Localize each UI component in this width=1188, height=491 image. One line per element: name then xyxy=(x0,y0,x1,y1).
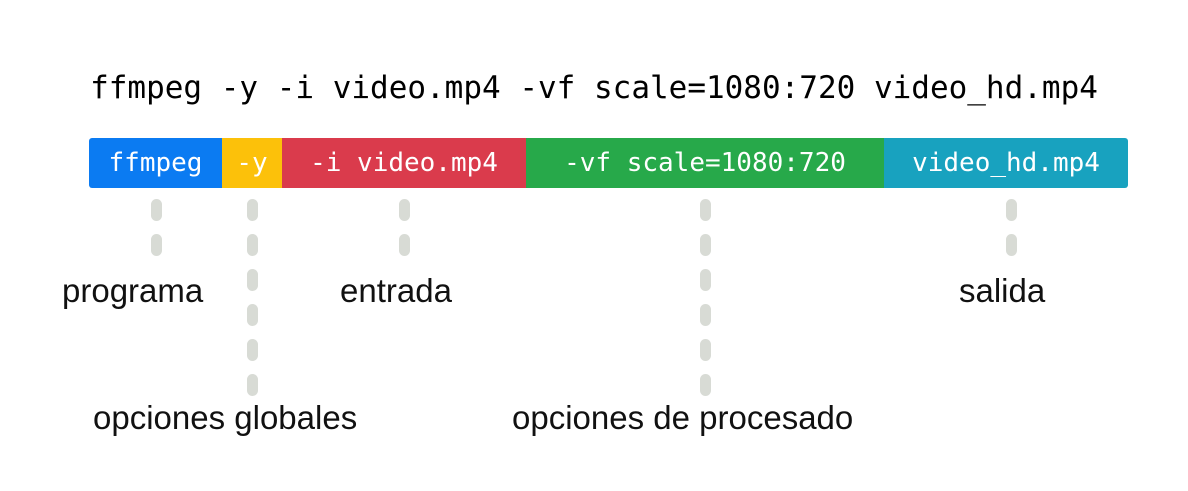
label-programa: programa xyxy=(62,272,204,309)
programa-connector xyxy=(151,199,162,269)
connector-dot xyxy=(247,269,258,291)
connector-dot xyxy=(1006,199,1017,221)
connector-dot xyxy=(700,304,711,326)
connector-dot xyxy=(399,199,410,221)
label-salida: salida xyxy=(959,272,1046,309)
connector-dot xyxy=(247,304,258,326)
connector-dot xyxy=(700,269,711,291)
label-entrada: entrada xyxy=(340,272,452,309)
segment-label-output: video_hd.mp4 xyxy=(912,148,1100,178)
segment-global-options: -y xyxy=(222,138,282,188)
command-segment-bar: ffmpeg -y -i video.mp4 -vf scale=1080:720 vi… xyxy=(89,138,1128,188)
segment-label-input: -i video.mp4 xyxy=(310,148,498,178)
segment-filter-options: -vf scale=1080:720 xyxy=(526,138,884,188)
connector-dot xyxy=(247,234,258,256)
label-opciones-procesado: opciones de procesado xyxy=(512,399,854,436)
connector-dot xyxy=(247,374,258,396)
segment-input: -i video.mp4 xyxy=(282,138,526,188)
connector-dot xyxy=(247,339,258,361)
segment-label-program: ffmpeg xyxy=(108,148,203,178)
connector-dot xyxy=(700,374,711,396)
entrada-connector xyxy=(399,199,410,269)
connector-dot xyxy=(700,339,711,361)
segment-output: video_hd.mp4 xyxy=(884,138,1128,188)
connector-dot xyxy=(247,199,258,221)
command-line-text: ffmpeg -y -i video.mp4 -vf scale=1080:72… xyxy=(90,70,1098,106)
opciones-globales-connector xyxy=(247,199,258,409)
opciones-procesado-connector xyxy=(700,199,711,409)
connector-dot xyxy=(151,234,162,256)
connector-dot xyxy=(700,199,711,221)
connector-dot xyxy=(1006,234,1017,256)
connector-dot xyxy=(151,199,162,221)
connector-dot xyxy=(700,234,711,256)
salida-connector xyxy=(1006,199,1017,269)
segment-program: ffmpeg xyxy=(89,138,222,188)
label-opciones-globales: opciones globales xyxy=(93,399,358,436)
segment-label-filter-options: -vf scale=1080:720 xyxy=(564,148,846,178)
connector-dot xyxy=(399,234,410,256)
segment-label-global-options: -y xyxy=(236,148,268,178)
